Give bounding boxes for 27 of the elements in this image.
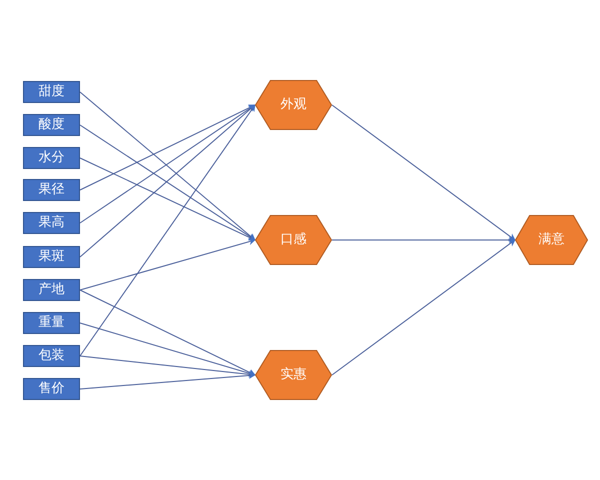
factor-box: 重量 xyxy=(23,312,80,334)
factor-box: 售价 xyxy=(23,378,80,400)
hexagon-node: 外观 xyxy=(255,80,332,130)
factor-box: 包装 xyxy=(23,345,80,367)
arrow xyxy=(80,104,256,356)
arrow xyxy=(80,322,256,377)
factor-box: 果高 xyxy=(23,212,80,234)
hexagon-node: 满意 xyxy=(515,215,588,265)
arrow xyxy=(80,104,256,190)
arrow xyxy=(332,240,516,376)
arrow xyxy=(80,238,256,290)
arrow xyxy=(332,236,516,244)
hexagon-node: 口感 xyxy=(255,215,332,265)
factor-box: 水分 xyxy=(23,147,80,169)
factor-box: 果斑 xyxy=(23,246,80,268)
arrow xyxy=(80,124,256,240)
arrow xyxy=(80,356,256,378)
arrow xyxy=(80,104,256,258)
factor-box: 甜度 xyxy=(23,81,80,103)
factor-box: 产地 xyxy=(23,279,80,301)
arrow xyxy=(332,104,516,240)
arrow xyxy=(80,372,256,390)
hexagon-node: 实惠 xyxy=(255,350,332,400)
factor-box: 酸度 xyxy=(23,114,80,136)
arrow xyxy=(80,290,256,376)
factor-box: 果径 xyxy=(23,179,80,201)
arrow xyxy=(80,92,256,240)
